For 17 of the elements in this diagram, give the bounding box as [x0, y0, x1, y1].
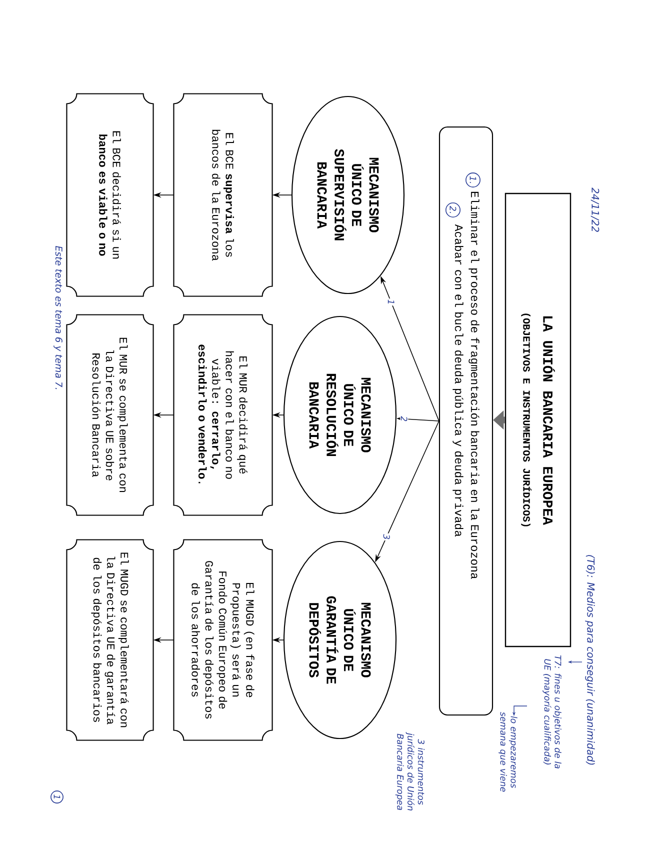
handwritten-note: lo empezaremos semana que viene — [498, 712, 518, 792]
info-card: El MUGD se complementará con la Directiva UE de garantía de los depósitos bancarios — [66, 539, 154, 741]
edge-label: 3 — [382, 533, 391, 540]
handwritten-note: T7: fines u objetivos de la UE (mayoría cualificada) — [542, 655, 562, 768]
edge-label: 2 — [400, 415, 408, 422]
circled-number: 1. — [466, 172, 480, 188]
title-box: LA UNIÓN BANCARIA EUROPEA (OBJETIVOS E INSTRUMENTOS JURÍDICOS) — [504, 192, 572, 648]
page-number: 1 — [50, 790, 64, 804]
date-note: 24/11/22 — [590, 188, 600, 232]
info-card: El MUGD (en fase de Propuesta) será un Fondo Común Europeo de Garantía de los depósitos de los ahorradores — [173, 539, 273, 741]
info-card: El BCE decidirá si un banco es viable o no — [66, 93, 154, 297]
handwritten-note: (T6): Medios para conseguir (unanimidad) — [585, 555, 595, 765]
circled-number: 2. — [446, 202, 460, 218]
edge-label: 1 — [387, 298, 396, 306]
handwritten-note: 3 instrumentos jurídicos de Unión Bancaria Europea — [395, 732, 425, 810]
info-card: El MUR se complementa con la Directiva UE sobre Resolución Bancaria — [66, 314, 154, 516]
handwritten-note: Este texto es tema 6 y tema 7. — [54, 246, 62, 390]
